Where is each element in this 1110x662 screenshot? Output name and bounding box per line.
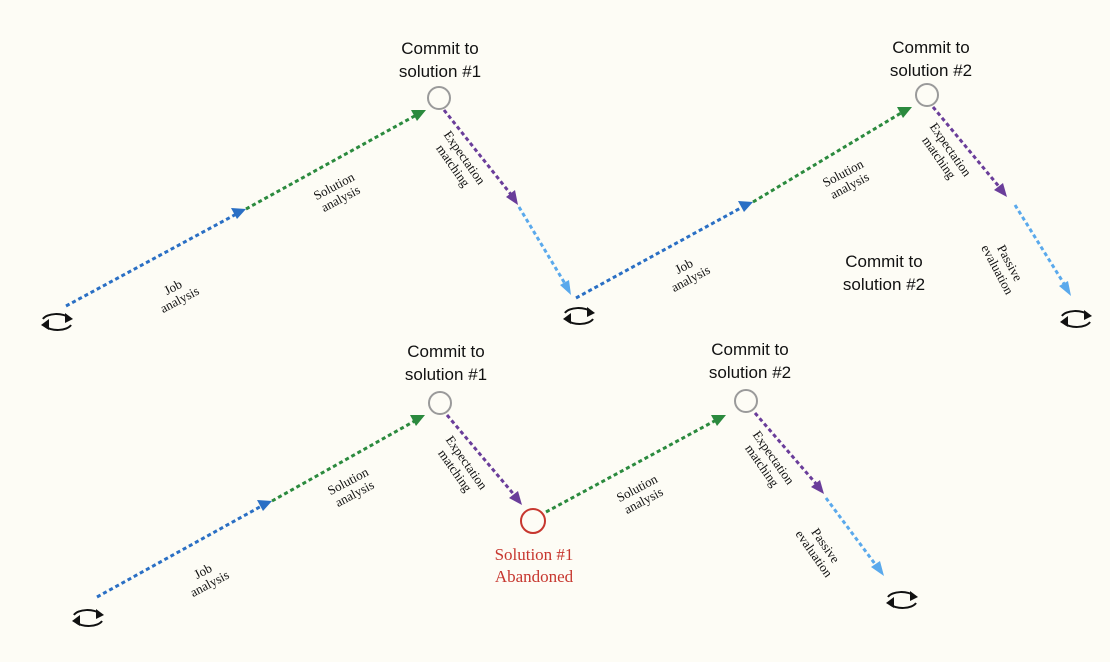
- arrowhead-icon: [411, 110, 426, 121]
- arrowhead-icon: [897, 107, 912, 118]
- top-solution-analysis-label-2: Solutionanalysis: [820, 156, 873, 203]
- arrowhead-icon: [231, 208, 246, 219]
- bottom-expectation-line-2: [753, 412, 820, 487]
- bottom-solution-analysis-line-2: [545, 416, 721, 514]
- bottom-solution-analysis-line-1: [271, 416, 421, 503]
- arrowhead-icon: [811, 480, 824, 494]
- bottom-expectation-line-1: [445, 414, 518, 498]
- arrowhead-icon: [994, 183, 1007, 197]
- arrowhead-icon: [560, 280, 571, 295]
- arrowhead-icon: [506, 190, 518, 205]
- arrowhead-icon: [257, 500, 272, 511]
- arrowhead-icon: [509, 491, 522, 505]
- bottom-solution-analysis-label-1: Solutionanalysis: [325, 464, 378, 511]
- bottom-job-analysis-line: [96, 501, 268, 599]
- top-expectation-line-2: [931, 106, 1003, 190]
- arrowhead-icon: [410, 415, 425, 426]
- top-solution-analysis-label-1: Solutionanalysis: [311, 169, 364, 216]
- top-expectation-line-1: [442, 109, 515, 198]
- top-job-analysis-line-2: [575, 202, 749, 300]
- bottom-expectation-matching-label-2: Expectationmatching: [738, 428, 798, 496]
- top-passive-line-1: [517, 206, 569, 288]
- top-job-analysis-label-1: Jobanalysis: [151, 271, 202, 316]
- arrowhead-icon: [738, 201, 753, 212]
- bottom-expectation-matching-label-1: Expectationmatching: [431, 433, 491, 501]
- abandoned-node-icon: [520, 508, 546, 534]
- arrowhead-icon: [711, 415, 726, 426]
- commit-node-icon: [428, 391, 452, 415]
- top-job-analysis-label-2: Jobanalysis: [662, 250, 713, 295]
- top-expectation-matching-label-1: Expectationmatching: [429, 128, 489, 196]
- arrowhead-icon: [871, 561, 884, 576]
- cycle-icon: [1060, 310, 1092, 328]
- top-passive-evaluation-label: Passiveevaluation: [978, 235, 1029, 297]
- top-solution-analysis-line-2: [752, 108, 907, 204]
- top-expectation-matching-label-2: Expectationmatching: [915, 120, 975, 188]
- commit-node-icon: [915, 83, 939, 107]
- arrowhead-icon: [1059, 281, 1071, 296]
- cycle-icon: [72, 609, 104, 627]
- commit-node-icon: [427, 86, 451, 110]
- top-passive-line-2: [1013, 204, 1068, 288]
- bottom-solution-analysis-label-2: Solutionanalysis: [614, 471, 667, 518]
- bottom-passive-evaluation-label: Passiveevaluation: [793, 519, 848, 580]
- bottom-passive-line: [824, 497, 880, 569]
- top-job-analysis-line-1: [65, 209, 243, 308]
- top-solution-analysis-line-1: [245, 111, 421, 211]
- cycle-icon: [563, 307, 595, 325]
- cycle-icon: [886, 591, 918, 609]
- commit-node-icon: [734, 389, 758, 413]
- cycle-icon: [41, 313, 73, 331]
- bottom-job-analysis-label: Jobanalysis: [181, 555, 232, 600]
